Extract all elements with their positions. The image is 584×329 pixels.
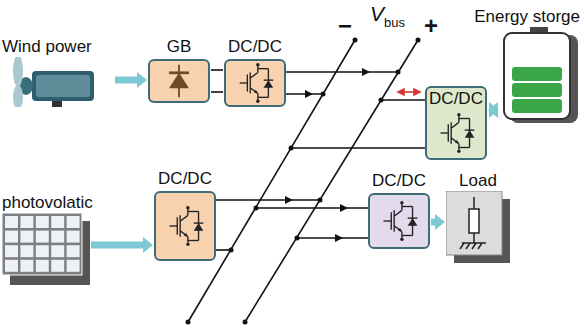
connector-wire xyxy=(211,70,223,92)
node-label: GB xyxy=(148,36,210,57)
rectifier-box: GB xyxy=(148,36,210,103)
converter-box: DC/DC xyxy=(368,170,430,249)
node-label: DC/DC xyxy=(224,36,286,57)
load-symbol: Load xyxy=(446,170,510,263)
wind-turbine-shape xyxy=(2,57,114,107)
power-flow-arrow xyxy=(115,72,147,88)
converter-box: DC/DC xyxy=(224,36,286,107)
power-flow-arrow xyxy=(488,102,499,118)
power-flow-arrow xyxy=(431,214,445,230)
polarity-sign: + xyxy=(424,12,438,40)
power-flow-arrow xyxy=(91,237,153,253)
converter-box: DC/DC xyxy=(425,86,487,160)
bus-voltage-label: V xyxy=(370,2,384,26)
node-label: photovolatic xyxy=(2,192,112,213)
node-label: DC/DC xyxy=(154,168,216,189)
node-label: Energy storge xyxy=(470,6,580,27)
bus-voltage-label: bus xyxy=(384,15,405,30)
converter-box-shape xyxy=(427,109,485,157)
wind-turbine: Wind power xyxy=(2,36,114,107)
node-label: DC/DC xyxy=(368,170,430,191)
pv-panel-shape xyxy=(2,213,90,285)
pv-panel: photovolatic xyxy=(2,192,112,285)
node-label: DC/DC xyxy=(427,88,485,109)
node-label: Wind power xyxy=(2,36,114,57)
polarity-sign: − xyxy=(338,12,352,40)
converter-box-shape xyxy=(154,191,216,261)
rectifier-box-shape xyxy=(148,59,210,103)
load-symbol-shape xyxy=(446,191,510,263)
converter-box-shape xyxy=(224,59,286,107)
converter-box-shape xyxy=(368,193,430,249)
battery-shape xyxy=(500,27,578,123)
converter-box: DC/DC xyxy=(154,168,216,261)
node-label: Load xyxy=(446,170,510,191)
